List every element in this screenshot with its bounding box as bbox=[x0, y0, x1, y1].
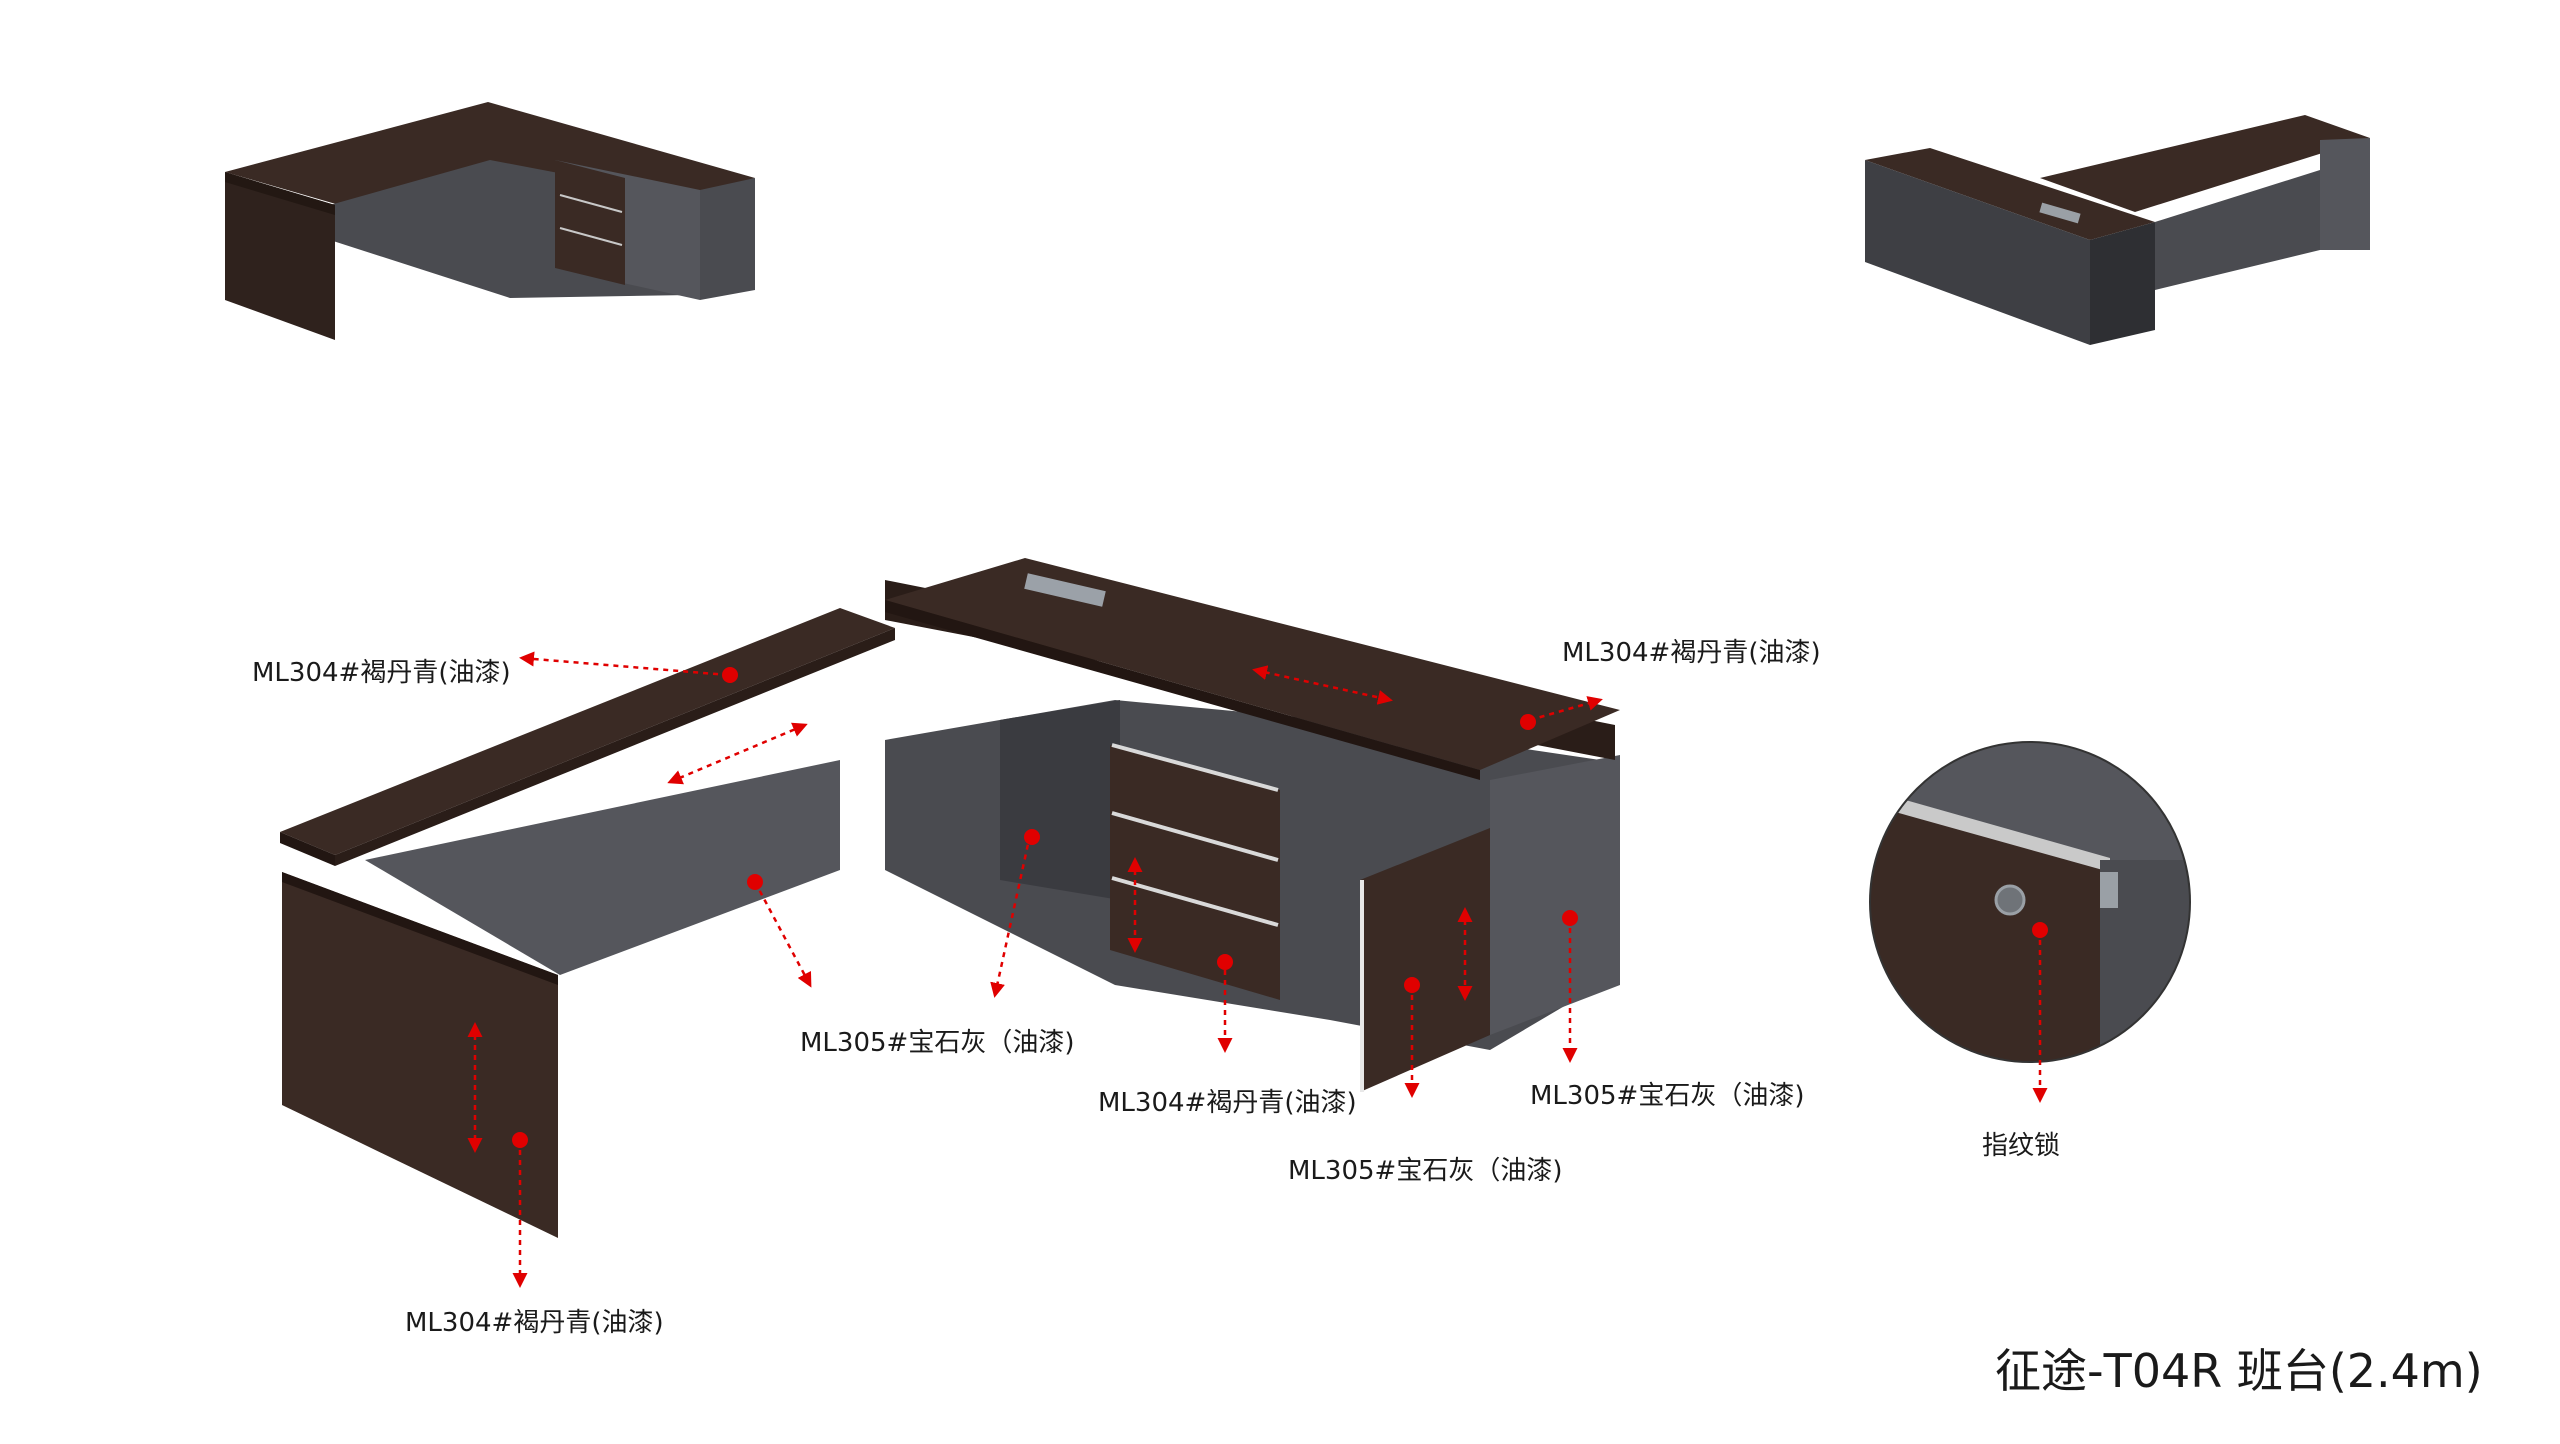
label-drawer: ML304#褐丹青(油漆) bbox=[1098, 1088, 1357, 1118]
label-door: ML305#宝石灰（油漆) bbox=[1288, 1156, 1563, 1186]
label-side-leg: ML304#褐丹青(油漆) bbox=[405, 1308, 664, 1338]
thumbnail-view-back bbox=[1865, 115, 2370, 345]
thumbnail-view-front bbox=[225, 102, 755, 340]
lock-detail-lens bbox=[1869, 741, 2191, 1063]
label-desktop-left: ML304#褐丹青(油漆) bbox=[252, 658, 511, 688]
label-cabinet-side: ML305#宝石灰（油漆) bbox=[1530, 1081, 1805, 1111]
label-modesty-panel: ML305#宝石灰（油漆) bbox=[800, 1028, 1075, 1058]
marker-dots bbox=[512, 667, 2048, 1148]
desk-main-view bbox=[280, 558, 1620, 1238]
label-desktop-right: ML304#褐丹青(油漆) bbox=[1562, 638, 1821, 668]
product-title: 征途-T04R 班台(2.4m) bbox=[1995, 1344, 2483, 1398]
annotation-markers bbox=[467, 651, 2048, 1288]
label-fingerprint-lock: 指纹锁 bbox=[1982, 1131, 2061, 1161]
